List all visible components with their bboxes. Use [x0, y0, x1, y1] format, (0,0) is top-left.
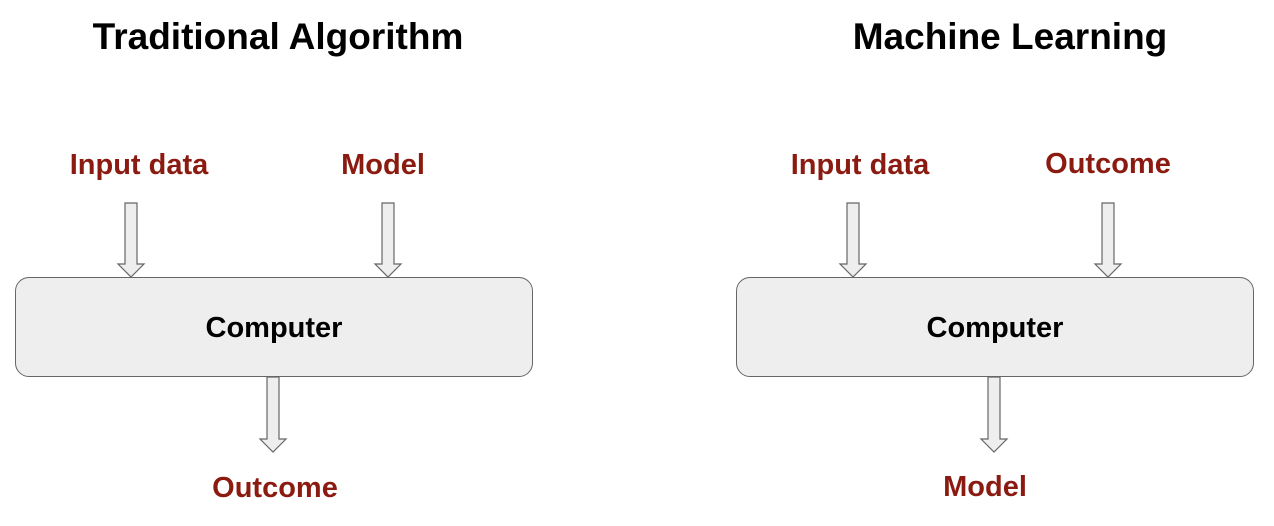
traditional-model-arrow — [373, 202, 403, 278]
traditional-output-label-outcome: Outcome — [212, 472, 338, 504]
traditional-computer-box: Computer — [15, 277, 533, 377]
traditional-input-data-arrow — [116, 202, 146, 278]
traditional-computer-label: Computer — [205, 312, 343, 344]
machine-learning-title: Machine Learning — [852, 16, 1168, 57]
traditional-input-label-model: Model — [341, 149, 425, 181]
ml-input-label-outcome: Outcome — [1045, 148, 1171, 180]
traditional-input-label-input-data: Input data — [69, 149, 209, 181]
ml-computer-label: Computer — [926, 312, 1064, 344]
traditional-outcome-arrow — [258, 376, 288, 453]
ml-input-data-arrow — [838, 202, 868, 278]
ml-output-label-model: Model — [943, 471, 1027, 503]
ml-computer-box: Computer — [736, 277, 1254, 377]
ml-model-arrow — [979, 376, 1009, 453]
ml-outcome-arrow — [1093, 202, 1123, 278]
ml-input-label-input-data: Input data — [790, 149, 930, 181]
traditional-algorithm-title: Traditional Algorithm — [92, 16, 464, 57]
